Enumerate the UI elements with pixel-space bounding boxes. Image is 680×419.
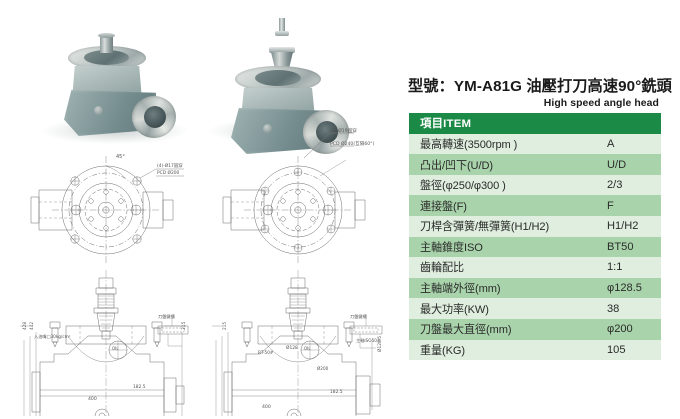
spec-item-label: 重量(KG): [409, 339, 602, 361]
spec-item-label: 主軸端外徑(mm): [409, 277, 602, 299]
table-row: 刀盤最大直徑(mm) φ200: [409, 318, 661, 340]
housing-boss: [263, 124, 272, 133]
dim-left-428: 428: [22, 322, 27, 330]
spec-header-value: [602, 112, 661, 134]
product-photo-left: [42, 30, 188, 144]
rear-cylinder: [215, 108, 249, 138]
spindle-stub-top: [98, 33, 115, 38]
dim-right-215: 215: [222, 322, 227, 330]
spec-item-label: 刀桿含彈簧/無彈簧(H1/H2): [409, 216, 602, 237]
spec-item-value: φ128.5: [602, 277, 661, 299]
dim-right-400: 400: [262, 405, 271, 410]
callout-right-holes: (6)-Ø19圓穿: [330, 129, 357, 134]
table-row: 連接盤(F) F: [409, 195, 661, 216]
callout-leader-right: [303, 132, 354, 159]
dwg-right-detail-keyway: 刀盤鍵槽: [350, 314, 367, 319]
output-hub: [144, 106, 166, 128]
product-title: 型號：YM-A81G 油壓打刀高速90°銑頭: [408, 78, 672, 95]
dwg-left-pcd: PCD Ø200: [157, 171, 180, 176]
table-row: 最大功率(KW) 38: [409, 298, 661, 319]
spec-item-label: 主軸錐度ISO: [409, 236, 602, 258]
spec-item-value: 1:1: [602, 257, 661, 278]
table-row: 主軸端外徑(mm) φ128.5: [409, 277, 661, 299]
dwg-left-oil: OIL: [112, 346, 119, 351]
table-row: 重量(KG) 105: [409, 339, 661, 361]
spec-item-label: 連接盤(F): [409, 195, 602, 216]
dim-left-442: 442: [29, 322, 34, 330]
housing-boss: [94, 106, 103, 115]
dim-left-182: 182.5: [133, 385, 146, 390]
dim-left-400: 400: [88, 397, 97, 402]
spec-item-value: BT50: [602, 236, 661, 258]
dwg-right-bt50: BT-50#: [258, 350, 274, 355]
dwg-right-dia200: Ø200: [317, 366, 329, 371]
spec-panel: 型號：YM-A81G 油壓打刀高速90°銑頭 High speed angle …: [408, 78, 672, 361]
dwg-right-oil: OIL: [304, 346, 311, 351]
spec-item-value: φ200: [602, 318, 661, 340]
table-row: 最高轉速(3500rpm ) A: [409, 133, 661, 155]
spec-table-body: 項目ITEM 最高轉速(3500rpm ) A 凸出/凹下(U/D) U/D 盤…: [409, 112, 661, 361]
spec-item-value: A: [602, 133, 661, 155]
spec-item-label: 齒輪配比: [409, 257, 602, 278]
dim-right-182: 182.5: [330, 390, 343, 395]
spec-item-label: 刀盤最大直徑(mm): [409, 318, 602, 340]
spec-header-item: 項目ITEM: [409, 112, 602, 134]
spec-item-value: H1/H2: [602, 216, 661, 237]
spec-item-value: U/D: [602, 154, 661, 175]
spec-item-label: 最高轉速(3500rpm ): [409, 133, 602, 155]
table-row: 凸出/凹下(U/D) U/D: [409, 154, 661, 175]
dwg-right-spindle-iso: 主軸ISO50#: [356, 338, 381, 343]
table-row: 刀桿含彈簧/無彈簧(H1/H2) H1/H2: [409, 216, 661, 237]
dwg-left-holes: (4)-Ø17圓穿: [157, 164, 183, 169]
product-photos: (6)-Ø19圓穿 PCD Ø240(互隔60°): [0, 0, 400, 159]
callout-right-pcd: PCD Ø240(互隔60°): [330, 142, 375, 147]
table-row: 齒輪配比 1:1: [409, 257, 661, 278]
dwg-left-detail-keyway: 刀盤鍵槽: [158, 314, 175, 319]
spec-item-label: 最大功率(KW): [409, 298, 602, 319]
spec-table-header-row: 項目ITEM: [409, 112, 661, 134]
spec-item-value: 2/3: [602, 174, 661, 196]
mount-flange-bore: [255, 70, 301, 86]
spec-item-label: 盤徑(φ250/φ300 ): [409, 174, 602, 196]
mount-flange-bore: [84, 50, 129, 65]
spec-table: 項目ITEM 最高轉速(3500rpm ) A 凸出/凹下(U/D) U/D 盤…: [409, 112, 661, 361]
dwg-left-angle: 45°: [116, 154, 125, 160]
spec-item-value: 38: [602, 298, 661, 319]
spec-item-value: 105: [602, 339, 661, 361]
rear-cylinder: [48, 92, 82, 122]
dwg-left-grease: 入油嘴□30kg/cm²: [34, 334, 71, 339]
table-row: 盤徑(φ250/φ300 ) 2/3: [409, 174, 661, 196]
dim-left-215: 215: [182, 321, 187, 330]
spindle-stub: [100, 35, 113, 53]
technical-drawing-right: Ø128 Ø200 BT-50# 主軸ISO50# OIL 刀盤鍵槽: [200, 150, 396, 416]
dwg-right-dia128: Ø128: [286, 346, 298, 351]
table-row: 主軸錐度ISO BT50: [409, 236, 661, 258]
spec-item-label: 凸出/凹下(U/D): [409, 154, 602, 175]
product-subtitle: High speed angle head: [543, 97, 659, 109]
spec-item-value: F: [602, 195, 661, 216]
product-photo-right: [209, 12, 359, 154]
output-hub: [316, 121, 338, 143]
dim-right-dia1285: Ø128.5: [378, 335, 383, 352]
technical-drawing-left: 45° (4)-Ø17圓穿 PCD Ø200 OIL 入油嘴□30kg/cm² …: [6, 150, 198, 416]
